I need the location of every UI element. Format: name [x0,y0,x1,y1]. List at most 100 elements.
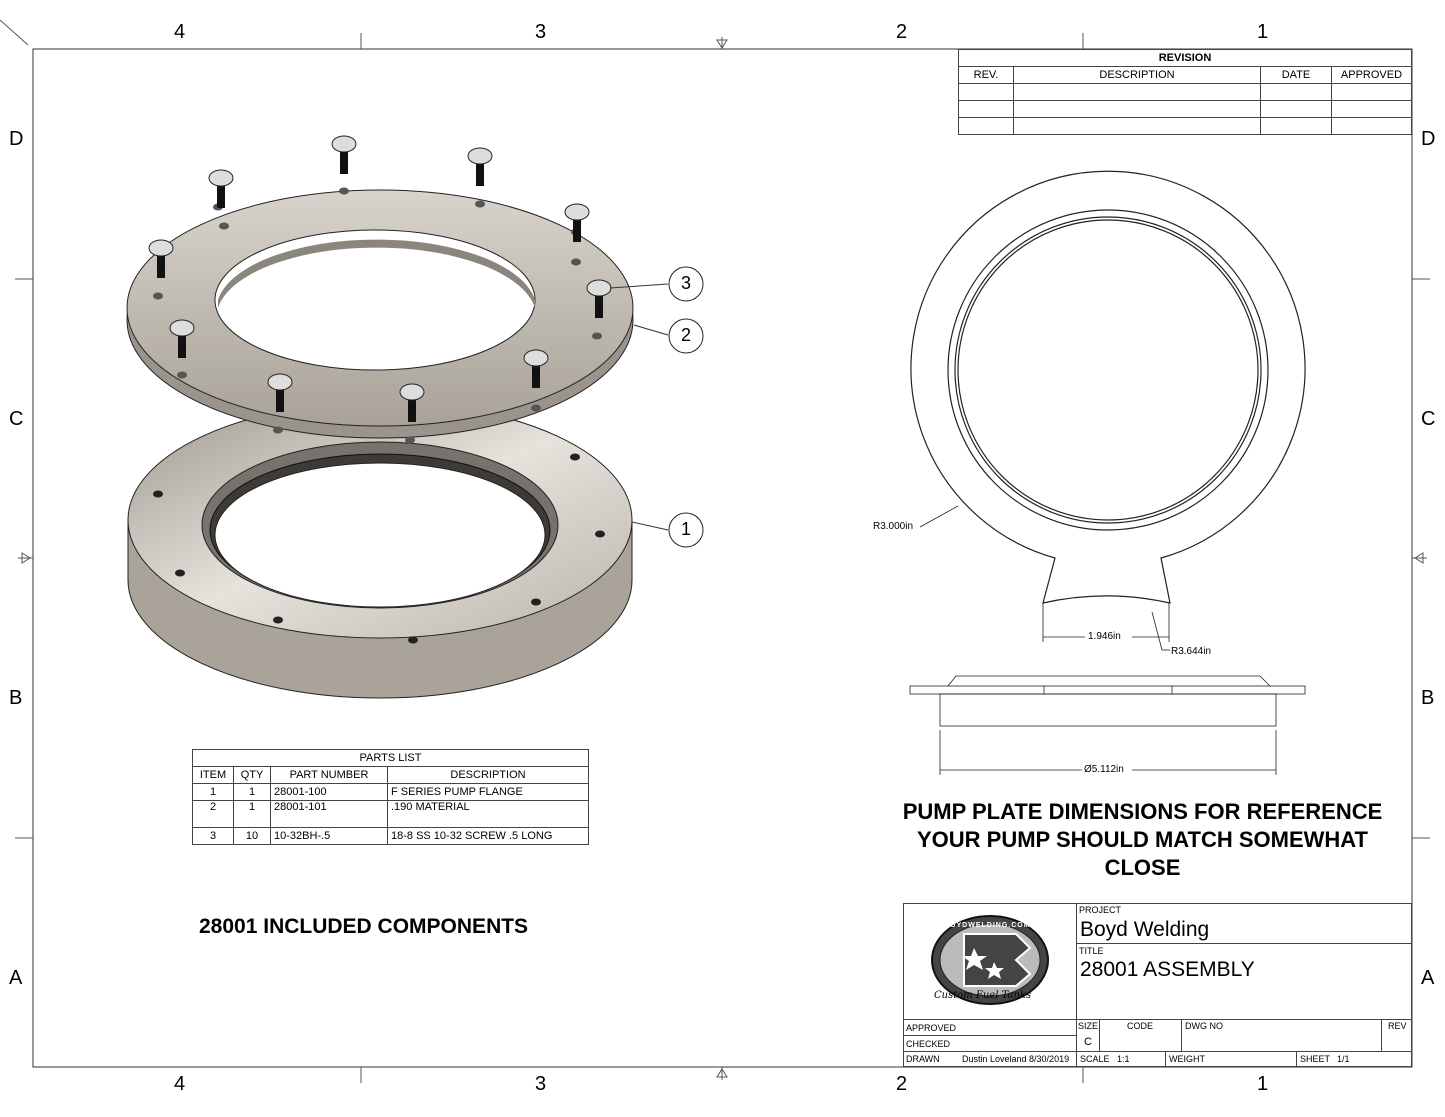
revision-row [958,100,1412,118]
parts-cell: 3 [192,827,234,845]
balloon-2-label: 2 [680,325,691,345]
revision-row [958,83,1412,101]
pump-plate-views [909,170,1306,775]
isometric-assembly-view [126,135,669,699]
zone-label-left-B: B [9,687,23,709]
drawn-label: DRAWN [906,1054,940,1064]
rev-cell: REV [1381,1019,1412,1052]
project-cell: PROJECT Boyd Welding [1076,903,1412,944]
parts-header-description: DESCRIPTION [387,766,589,784]
pump-flange [127,401,633,699]
pump-plate-note-line-3: CLOSE [1104,855,1181,880]
dwg-no-cell: DWG NO [1181,1019,1382,1052]
revision-table: REVISION REV. DESCRIPTION DATE APPROVED [958,49,1412,135]
scale-cell: SCALE 1:1 [1076,1051,1166,1067]
drawn-value: Dustin Loveland 8/30/2019 [962,1054,1070,1064]
zone-label-bottom-2: 2 [896,1073,908,1095]
code-label: CODE [1127,1021,1154,1031]
parts-cell: 28001-100 [270,783,388,801]
drawn-cell: DRAWN Dustin Loveland 8/30/2019 [903,1051,1077,1067]
checked-label: CHECKED [906,1039,951,1049]
title-label: TITLE [1079,946,1104,956]
project-label: PROJECT [1079,905,1122,915]
parts-cell: 1 [233,783,271,801]
balloon-2 [668,318,704,354]
zone-label-right-C: C [1421,408,1436,430]
zone-label-left-D: D [9,128,24,150]
zone-label-right-D: D [1421,128,1436,150]
revision-row [958,117,1412,135]
screws [148,135,612,422]
revision-title: REVISION [958,49,1412,67]
revision-header-date: DATE [1260,66,1332,84]
sheet-value: 1/1 [1337,1054,1350,1064]
table-row: 2 1 28001-101 .190 MATERIAL [192,800,589,828]
balloon-1-label: 1 [680,519,691,539]
parts-list-table: PARTS LIST ITEM QTY PART NUMBER DESCRIPT… [192,749,589,845]
parts-cell: 10-32BH-.5 [270,827,388,845]
zone-label-right-B: B [1421,687,1435,709]
table-row: 3 10 10-32BH-.5 18-8 SS 10-32 SCREW .5 L… [192,827,589,845]
zone-label-bottom-4: 4 [174,1073,186,1095]
zone-label-top-2: 2 [896,21,908,43]
parts-cell: 28001-101 [270,800,388,828]
parts-list-title: PARTS LIST [192,749,589,767]
parts-cell: 2 [192,800,234,828]
zone-label-bottom-3: 3 [535,1073,547,1095]
parts-cell: .190 MATERIAL [387,800,589,828]
logo-script: Custom Fuel Tanks [934,990,1032,1001]
dimension-radius-outer: R3.000in [873,521,914,532]
code-cell: CODE [1099,1019,1182,1052]
rev-label: REV [1388,1021,1407,1031]
dimension-radius-neck: R3.644in [1171,646,1212,657]
dwg-no-label: DWG NO [1185,1021,1223,1031]
parts-header-item: ITEM [192,766,234,784]
zone-label-top-1: 1 [1257,21,1269,43]
title-cell: TITLE 28001 ASSEMBLY [1076,943,1412,1020]
approved-cell: APPROVED [903,1019,1077,1036]
zone-label-top-3: 3 [535,21,547,43]
approved-label: APPROVED [906,1023,957,1033]
zone-label-left-C: C [9,408,24,430]
dimension-neck-width: 1.946in [1088,631,1121,642]
pump-plate-note-line-1: PUMP PLATE DIMENSIONS FOR REFERENCE [902,799,1383,824]
included-components-note: 28001 INCLUDED COMPONENTS [199,915,529,938]
revision-header-description: DESCRIPTION [1013,66,1261,84]
title-value: 28001 ASSEMBLY [1080,958,1255,981]
weight-cell: WEIGHT [1165,1051,1297,1067]
zone-label-right-A: A [1421,967,1435,989]
zone-label-left-A: A [9,967,23,989]
balloon-3 [668,266,704,302]
balloon-1 [668,512,704,548]
logo-cell: BOYDWELDING.COM Custom Fuel Tanks [903,903,1077,1020]
scale-label: SCALE [1080,1054,1110,1064]
zone-label-bottom-1: 1 [1257,1073,1269,1095]
weight-label: WEIGHT [1169,1054,1205,1064]
boyd-welding-logo [931,915,1049,1005]
pump-plate-note-line-2: YOUR PUMP SHOULD MATCH SOMEWHAT [917,827,1368,852]
size-cell: SIZE C [1076,1019,1100,1052]
parts-cell: 1 [233,800,271,828]
logo-text: BOYDWELDING.COM [944,922,1031,929]
parts-cell: F SERIES PUMP FLANGE [387,783,589,801]
pump-plate-note: PUMP PLATE DIMENSIONS FOR REFERENCE YOUR… [885,798,1400,882]
parts-cell: 10 [233,827,271,845]
parts-header-qty: QTY [233,766,271,784]
revision-header-rev: REV. [958,66,1014,84]
zone-label-top-4: 4 [174,21,186,43]
parts-cell: 18-8 SS 10-32 SCREW .5 LONG [387,827,589,845]
size-value: C [1084,1036,1092,1048]
sheet-cell: SHEET 1/1 [1296,1051,1412,1067]
size-label: SIZE [1078,1021,1099,1031]
balloon-3-label: 3 [680,273,691,293]
parts-header-part-number: PART NUMBER [270,766,388,784]
revision-header-approved: APPROVED [1331,66,1412,84]
checked-cell: CHECKED [903,1035,1077,1052]
project-value: Boyd Welding [1080,918,1210,941]
parts-cell: 1 [192,783,234,801]
scale-value: 1:1 [1117,1054,1130,1064]
sheet-label: SHEET [1300,1054,1331,1064]
table-row: 1 1 28001-100 F SERIES PUMP FLANGE [192,783,589,801]
gasket-plate [126,189,634,439]
